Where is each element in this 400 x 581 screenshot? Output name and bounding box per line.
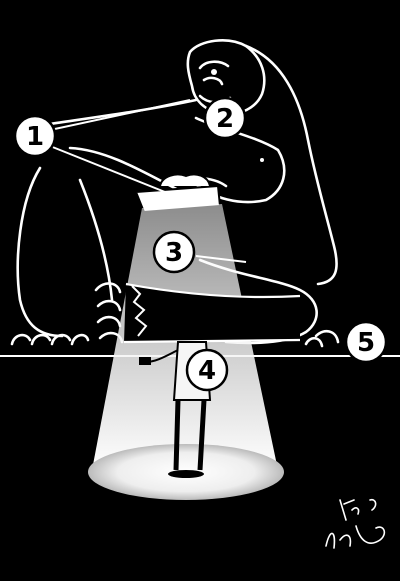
- callout-1: 1: [13, 114, 57, 158]
- man-shadow: [168, 470, 204, 478]
- callout-2-label: 2: [216, 104, 234, 134]
- callout-lines: [49, 99, 247, 263]
- gorilla-leg-over-beam-outline: [123, 282, 301, 344]
- gorilla-eye: [211, 69, 217, 75]
- gorilla-leg-over-beam: [124, 284, 300, 342]
- gorilla-right-foot: [94, 282, 124, 344]
- man-phone: [139, 357, 151, 365]
- callout-5-label: 5: [357, 328, 375, 358]
- callout-4-label: 4: [198, 356, 216, 386]
- gorilla-fur-edge: [131, 285, 148, 337]
- callout-3: 3: [152, 230, 196, 274]
- callout-line-1b: [49, 145, 171, 195]
- callout-3-circle: [152, 230, 196, 274]
- artist-signature: [325, 498, 386, 549]
- man-head: [181, 313, 203, 335]
- callout-4-circle: [185, 348, 229, 392]
- man-legs: [173, 399, 207, 471]
- gorilla-head: [186, 39, 266, 116]
- callout-5-circle: [344, 320, 388, 364]
- callout-line-1: [49, 99, 191, 131]
- callout-1-circle: [13, 114, 57, 158]
- callout-5: 5: [344, 320, 388, 364]
- callout-line-3: [195, 255, 247, 263]
- callout-3-label: 3: [165, 238, 183, 268]
- gorilla-left-foot: [10, 333, 90, 346]
- callout-2: 2: [203, 96, 247, 140]
- gorilla-right-leg: [198, 258, 318, 345]
- callout-2-circle: [203, 96, 247, 140]
- gorilla-chest-mark: [260, 158, 264, 162]
- gorilla-back: [244, 44, 338, 286]
- callout-1-label: 1: [26, 122, 44, 152]
- gorilla-left-leg-inner: [78, 178, 114, 302]
- callout-4: 4: [185, 348, 229, 392]
- gorilla-left-leg: [16, 166, 64, 338]
- gorilla-far-foot: [304, 329, 340, 348]
